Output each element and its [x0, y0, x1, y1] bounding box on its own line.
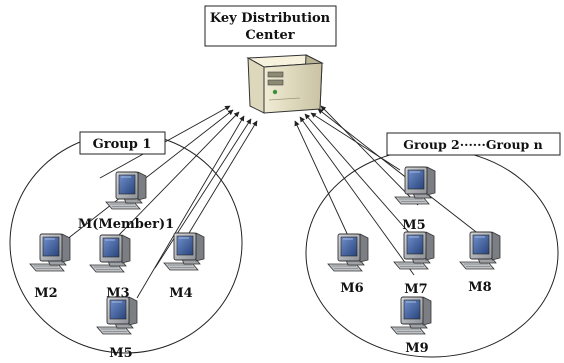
- connection-arrow: [65, 109, 234, 241]
- connection-arrow: [185, 120, 258, 239]
- connection-arrow: [299, 116, 415, 276]
- kdc-label-box: Key Distribution Center: [204, 5, 337, 47]
- connection-arrow: [115, 111, 240, 239]
- desktop-computer-icon: [459, 231, 501, 270]
- member-m7: M7: [393, 231, 435, 297]
- kdc-label-line1: Key Distribution: [210, 11, 331, 26]
- connection-arrow: [154, 118, 252, 269]
- member-label: M4: [169, 286, 192, 301]
- group2-label-box: Group 2······Group n: [386, 132, 561, 156]
- desktop-computer-icon: [89, 234, 131, 273]
- member-label: M5: [402, 218, 425, 233]
- desktop-computer-icon: [105, 171, 147, 210]
- group2-label: Group 2······Group n: [403, 137, 542, 152]
- connection-arrow: [320, 105, 419, 206]
- connection-arrow: [294, 120, 351, 241]
- desktop-computer-icon: [393, 231, 435, 270]
- member-label: M6: [340, 281, 363, 296]
- desktop-computer-icon: [29, 233, 71, 272]
- desktop-computer-icon: [394, 166, 436, 205]
- member-m8: M8: [459, 231, 501, 295]
- desktop-computer-icon: [96, 296, 138, 335]
- member-label: M8: [468, 280, 491, 295]
- kdc-label-line2: Center: [245, 28, 294, 43]
- member-label: M7: [404, 282, 427, 297]
- member-label: M(Member)1: [78, 217, 174, 232]
- desktop-computer-icon: [390, 296, 432, 335]
- desktop-computer-icon: [163, 232, 205, 271]
- member-m5: M5: [96, 296, 138, 361]
- member-m5-group2: M5: [394, 166, 436, 233]
- member-m2: M2: [29, 233, 71, 301]
- desktop-computer-icon: [327, 233, 369, 272]
- group1-label: Group 1: [93, 137, 152, 152]
- connection-arrows: [65, 105, 481, 299]
- member-label: M9: [405, 341, 428, 356]
- connection-arrow: [304, 113, 413, 237]
- member-m3: M3: [89, 234, 131, 301]
- member-m4: M4: [163, 232, 205, 301]
- group1-label-box: Group 1: [79, 131, 166, 155]
- member-label: M2: [34, 286, 57, 301]
- server-tower-icon: [246, 54, 324, 114]
- member-m6: M6: [327, 233, 369, 296]
- member-m1: M(Member)1: [78, 171, 174, 232]
- member-m9: M9: [390, 296, 432, 356]
- member-label: M5: [109, 346, 132, 361]
